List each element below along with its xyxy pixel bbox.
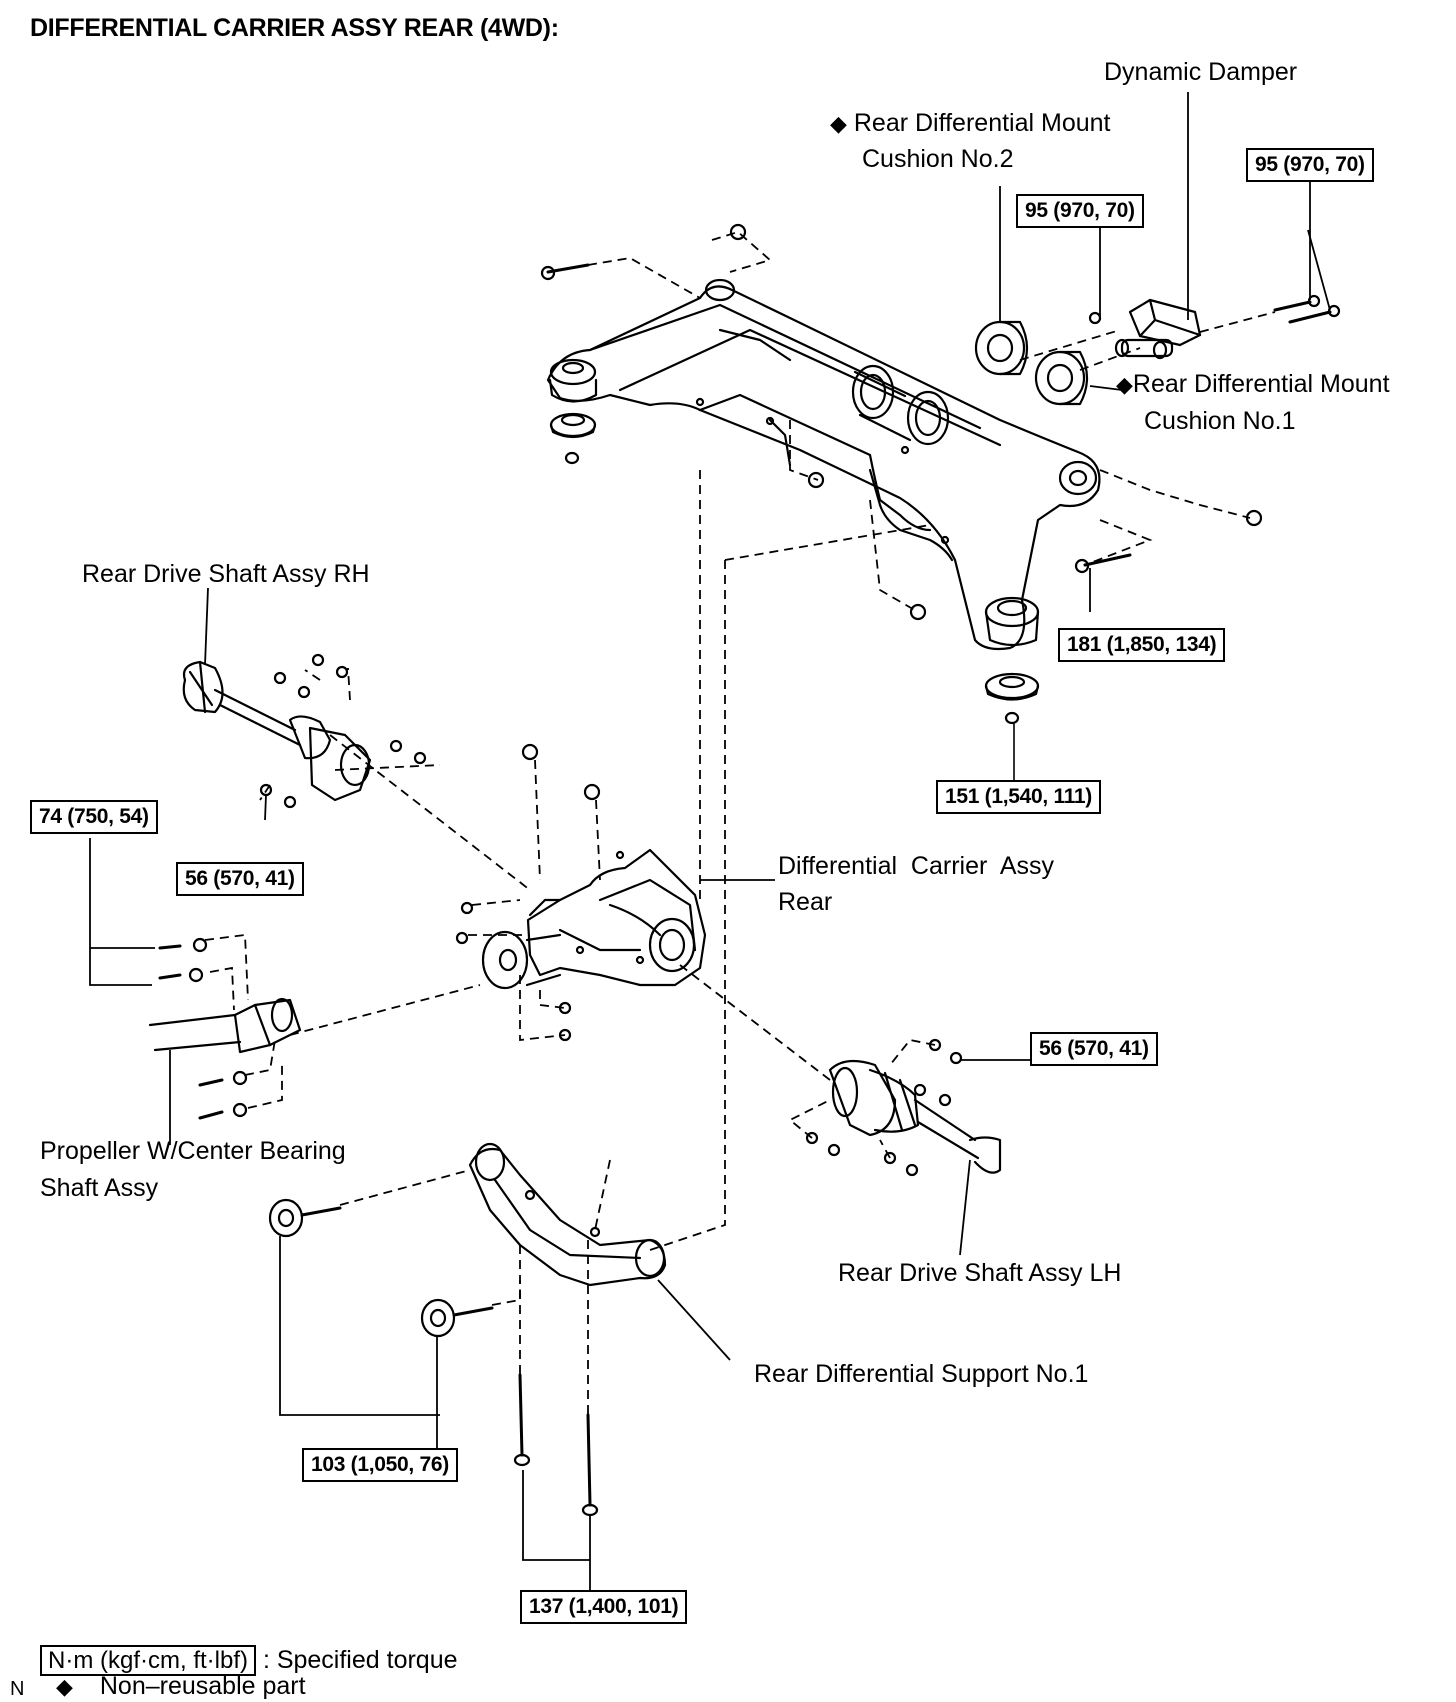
drive-shaft-rh xyxy=(182,653,427,809)
label-cushion-no2-line1: Rear Differential Mount xyxy=(853,109,1111,137)
dynamic-damper xyxy=(1114,298,1202,360)
legend-nonreusable: ◆ Non–reusable part xyxy=(56,1672,306,1701)
torque-151: 151 (1,540, 111) xyxy=(936,780,1101,814)
label-differential-support: Rear Differential Support No.1 xyxy=(754,1360,1089,1388)
torque-74: 74 (750, 54) xyxy=(30,800,158,834)
suspension-member xyxy=(546,278,1101,651)
torque-137: 137 (1,400, 101) xyxy=(520,1590,688,1624)
torque-103: 103 (1,050, 76) xyxy=(302,1448,458,1482)
label-propeller-line1: Propeller W/Center Bearing xyxy=(40,1137,346,1165)
member-bolts xyxy=(540,223,1341,621)
mount-pad-lower-right xyxy=(984,672,1040,781)
nonreusable-diamond-icon: ◆ xyxy=(830,111,847,136)
label-cushion-no2-line2: Cushion No.2 xyxy=(862,145,1014,173)
label-carrier-line2: Rear xyxy=(778,888,833,916)
legend-nonreusable-text: Non–reusable part xyxy=(99,1672,306,1700)
mount-cushion-no1 xyxy=(1034,350,1089,406)
label-cushion-no1: ◆Rear Differential Mount xyxy=(1116,366,1390,403)
legend-diamond-icon: ◆ xyxy=(56,1674,73,1699)
label-cushion-no2: ◆ Rear Differential Mount xyxy=(830,105,1110,142)
torque-56-rh: 56 (570, 41) xyxy=(176,862,304,896)
legend-torque-unit: N·m (kgf·cm, ft·lbf) xyxy=(40,1645,256,1676)
mount-cushion-no2 xyxy=(974,320,1029,376)
assembly-lines xyxy=(204,230,1276,1415)
leader-lines xyxy=(89,92,1331,1598)
legend-corner-mark: N xyxy=(10,1678,25,1700)
label-cushion-no1-line1: Rear Differential Mount xyxy=(1132,370,1390,398)
mount-pad-upper-left xyxy=(549,412,597,465)
label-drive-shaft-lh: Rear Drive Shaft Assy LH xyxy=(838,1259,1122,1287)
carrier-fasteners xyxy=(455,743,601,1042)
page-title: DIFFERENTIAL CARRIER ASSY REAR (4WD): xyxy=(30,14,559,42)
torque-95-damper: 95 (970, 70) xyxy=(1246,148,1374,182)
legend-torque-text: : Specified torque xyxy=(262,1646,458,1674)
label-dynamic-damper: Dynamic Damper xyxy=(1104,58,1298,86)
torque-181: 181 (1,850, 134) xyxy=(1058,628,1226,662)
nonreusable-diamond-icon: ◆ xyxy=(1116,372,1133,397)
differential-carrier xyxy=(481,848,707,990)
drive-shaft-lh xyxy=(805,1038,1002,1177)
label-carrier-line1: Differential Carrier Assy xyxy=(778,852,1055,880)
torque-95-cushion: 95 (970, 70) xyxy=(1016,194,1144,228)
label-cushion-no1-line2: Cushion No.1 xyxy=(1144,407,1296,435)
label-drive-shaft-rh: Rear Drive Shaft Assy RH xyxy=(82,560,370,588)
rear-differential-support xyxy=(268,1142,667,1517)
torque-56-lh: 56 (570, 41) xyxy=(1030,1032,1158,1066)
label-propeller-line2: Shaft Assy xyxy=(40,1174,159,1202)
legend-torque: N·m (kgf·cm, ft·lbf) : Specified torque xyxy=(40,1645,458,1676)
propeller-shaft xyxy=(148,937,302,1120)
